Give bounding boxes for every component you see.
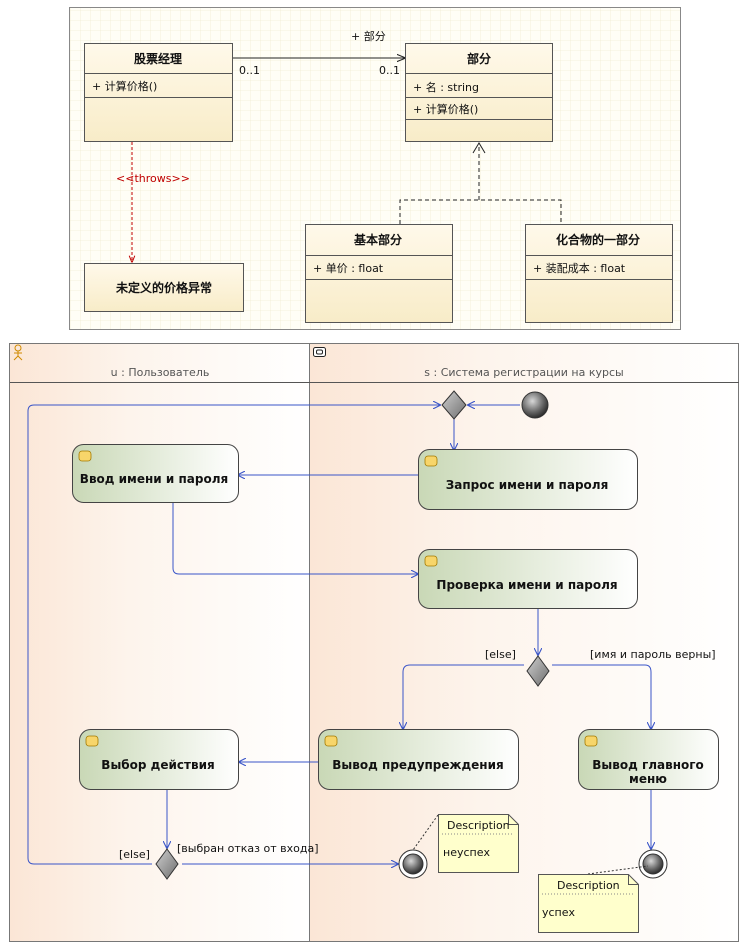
realization-connector [399, 145, 562, 224]
class-attribute: + 装配成本 : float [533, 261, 626, 275]
class-title: 基本部分 [353, 232, 402, 247]
guard-else-cancel: [else] [119, 848, 150, 861]
throws-stereotype: <<throws>> [116, 172, 190, 185]
flow-enter-to-check [172, 503, 418, 574]
lane-user-label: u : Пользователь [111, 366, 210, 379]
action-label: Выбор действия [101, 758, 214, 772]
action-label-line-2: меню [629, 772, 667, 786]
action-show-warning[interactable]: Вывод предупреждения [318, 729, 519, 790]
action-icon [424, 555, 438, 567]
flow-else-to-warning [403, 664, 524, 729]
object-icon [313, 347, 326, 357]
note-title: Description [447, 819, 510, 832]
class-undefined-price-exception[interactable]: 未定义的价格异常 [84, 263, 244, 312]
action-label-line-1: Вывод главного [592, 758, 704, 772]
guard-valid: [имя и пароль верны] [590, 648, 716, 661]
merge-node[interactable] [441, 390, 467, 420]
class-operation: + 计算价格() [92, 79, 157, 93]
note-failure[interactable]: Description неуспех [412, 814, 519, 873]
decision-node-credentials[interactable] [526, 655, 550, 687]
action-show-main-menu[interactable]: Вывод главного меню [578, 729, 719, 790]
note-title: Description [557, 879, 620, 892]
association-role: + 部分 [351, 29, 386, 43]
action-label: Ввод имени и пароля [80, 472, 228, 486]
class-attribute: + 名 : string [413, 80, 479, 94]
realization-arrowhead [472, 142, 486, 154]
flow-else-loop [27, 405, 440, 865]
decision-node-cancel[interactable] [155, 848, 179, 880]
action-icon [424, 455, 438, 467]
class-composite-part[interactable]: 化合物的一部分 + 装配成本 : float [525, 224, 673, 323]
action-label: Вывод предупреждения [332, 758, 503, 772]
action-icon [78, 450, 92, 462]
note-text: неуспех [443, 846, 490, 859]
action-label: Проверка имени и пароля [436, 578, 617, 592]
activity-diagram: u : Пользователь s : Система регистрации… [9, 343, 739, 942]
guard-cancel: [выбран отказ от входа] [177, 842, 319, 855]
action-choose-action[interactable]: Выбор действия [79, 729, 239, 790]
action-label: Запрос имени и пароля [446, 478, 609, 492]
lane-system-label: s : Система регистрации на курсы [424, 366, 623, 379]
action-check-credentials[interactable]: Проверка имени и пароля [418, 549, 638, 609]
association-mult-right: 0..1 [379, 64, 400, 77]
class-title: 部分 [467, 51, 491, 66]
class-title: 未定义的价格异常 [115, 280, 212, 295]
actor-icon [13, 344, 23, 361]
action-icon [85, 735, 99, 747]
control-flows [27, 405, 651, 865]
association-mult-left: 0..1 [239, 64, 260, 77]
class-basic-part[interactable]: 基本部分 + 单价 : float [305, 224, 453, 323]
activity-frame [9, 343, 739, 942]
initial-node[interactable] [521, 391, 549, 419]
class-stock-manager[interactable]: 股票经理 + 计算价格() [84, 43, 233, 142]
class-diagram: + 部分 0..1 0..1 <<throws>> 股票经理 + 计算价格() … [69, 7, 681, 330]
final-node-failure[interactable] [398, 849, 428, 879]
flow-valid-to-menu [552, 664, 651, 729]
action-icon [584, 735, 598, 747]
lane-user [10, 343, 309, 941]
class-title: 化合物的一部分 [556, 232, 640, 247]
action-enter-credentials[interactable]: Ввод имени и пароля [72, 444, 239, 503]
note-text: успех [542, 906, 576, 919]
action-request-credentials[interactable]: Запрос имени и пароля [418, 449, 638, 510]
class-part[interactable]: 部分 + 名 : string + 计算价格() [405, 43, 553, 142]
final-node-success[interactable] [638, 849, 668, 879]
class-title: 股票经理 [134, 51, 182, 66]
guard-else-credentials: [else] [485, 648, 516, 661]
note-success[interactable]: Description успех [538, 865, 649, 933]
class-attribute: + 单价 : float [313, 262, 384, 275]
lane-system [309, 343, 739, 941]
class-operation: + 计算价格() [413, 102, 478, 116]
action-icon [324, 735, 338, 747]
